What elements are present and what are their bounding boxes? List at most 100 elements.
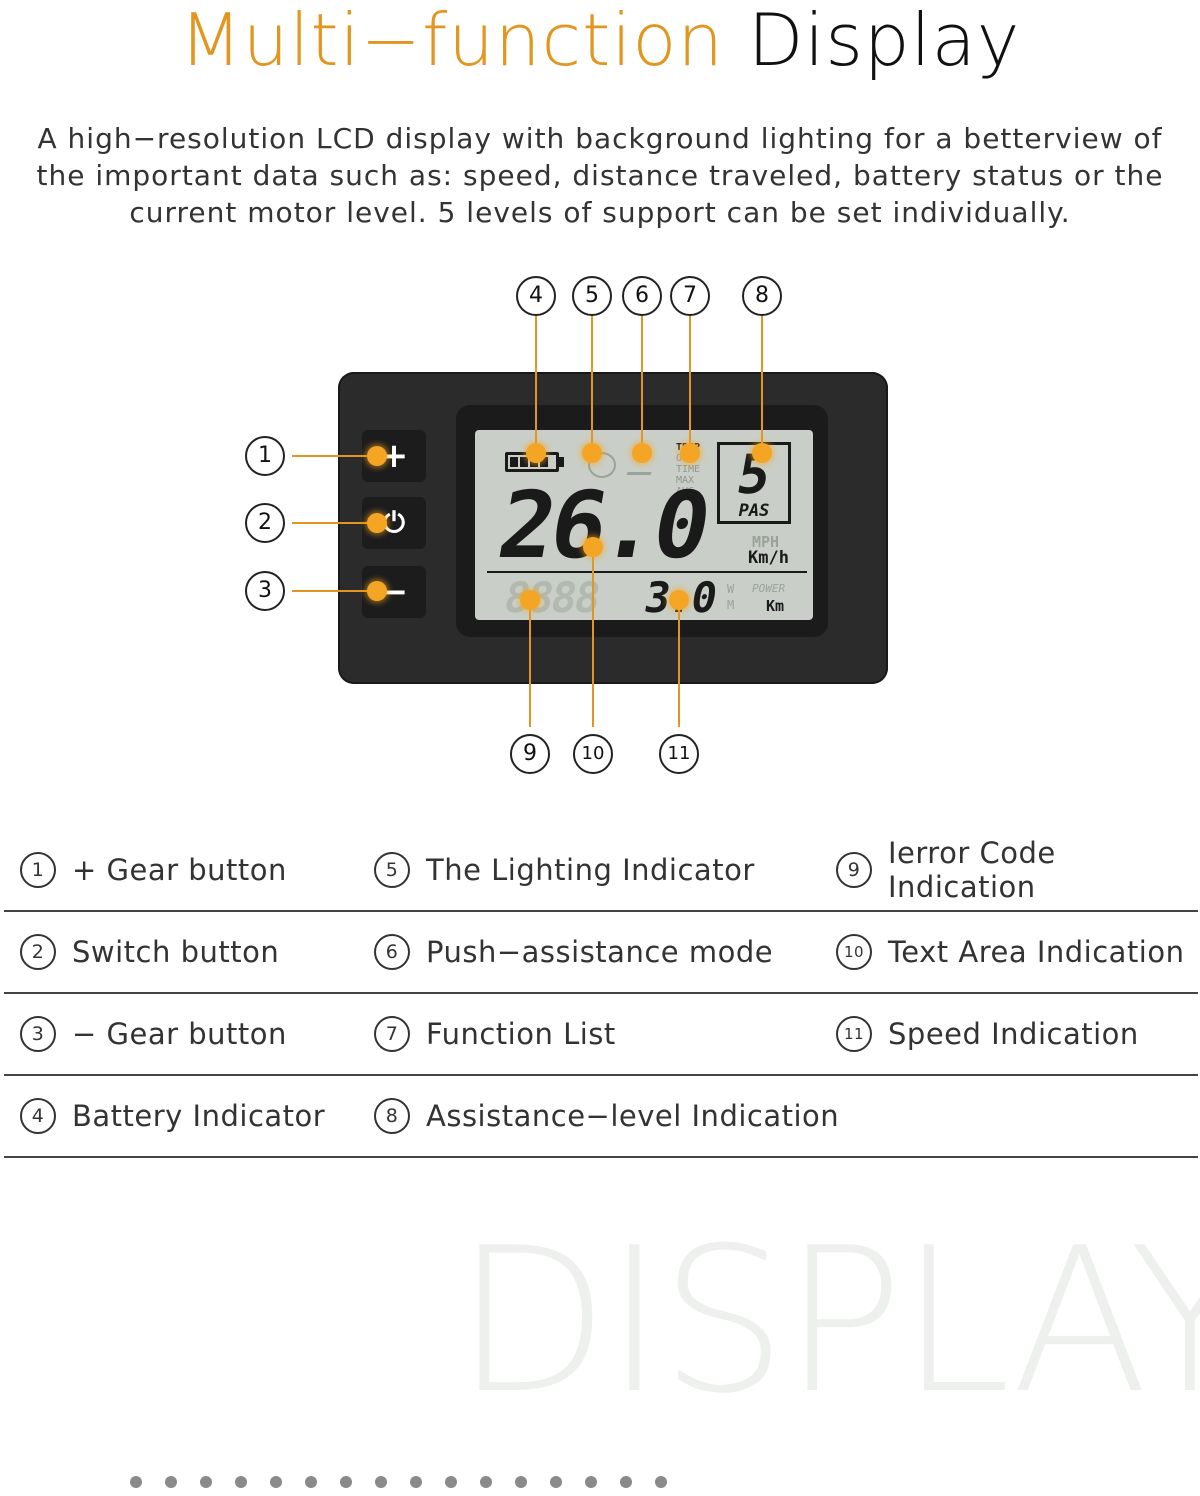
leader-7 [689, 314, 691, 453]
leader-11 [678, 599, 680, 727]
marker-8 [752, 443, 772, 463]
pager-dot[interactable] [200, 1476, 212, 1488]
page-title: Multi−function Display [0, 0, 1200, 80]
pager-dot[interactable] [585, 1476, 597, 1488]
marker-10 [583, 537, 603, 557]
legend-item: 7 Function List [374, 994, 616, 1074]
legend-number: 5 [374, 852, 410, 888]
marker-3 [367, 581, 387, 601]
legend-number: 8 [374, 1098, 410, 1134]
battery-tip [559, 457, 564, 467]
callout-11: 11 [659, 734, 699, 774]
legend-row: 2 Switch button 6 Push−assistance mode 1… [4, 912, 1198, 994]
legend-label: Function List [426, 1017, 616, 1051]
legend-number: 11 [836, 1016, 872, 1052]
pager-dot[interactable] [550, 1476, 562, 1488]
pager-dot[interactable] [340, 1476, 352, 1488]
leader-10 [592, 546, 594, 727]
legend-number: 7 [374, 1016, 410, 1052]
legend-item: 6 Push−assistance mode [374, 912, 773, 992]
legend-item: 10 Text Area Indication [836, 912, 1185, 992]
legend-number: 2 [20, 934, 56, 970]
pas-label: PAS [738, 501, 770, 521]
legend-label: Push−assistance mode [426, 935, 774, 969]
speed-readout: 26.0 [490, 472, 716, 579]
fn-time: TIME [676, 464, 701, 475]
callout-5: 5 [572, 276, 612, 316]
title-accent: Multi−function [179, 0, 725, 82]
callout-10: 10 [573, 734, 613, 774]
legend-number: 4 [20, 1098, 56, 1134]
unit-w: W [727, 582, 735, 596]
legend-item: 8 Assistance−level Indication [374, 1076, 839, 1156]
pager-dot[interactable] [410, 1476, 422, 1488]
leader-4 [535, 314, 537, 453]
leader-9 [529, 599, 531, 727]
unit-mph: MPH [752, 533, 780, 551]
pager-dot[interactable] [130, 1476, 142, 1488]
unit-m: M [727, 598, 735, 612]
legend-row: 1 + Gear button 5 The Lighting Indicator… [4, 830, 1198, 912]
legend-item: 4 Battery Indicator [20, 1076, 325, 1156]
leader-6 [641, 314, 643, 453]
legend-row: 4 Battery Indicator 8 Assistance−level I… [4, 1076, 1198, 1158]
legend-label: + Gear button [72, 853, 287, 887]
pager-dot[interactable] [375, 1476, 387, 1488]
legend-item: 5 The Lighting Indicator [374, 830, 755, 910]
legend-number: 10 [836, 934, 872, 970]
marker-4 [526, 443, 546, 463]
legend-label: The Lighting Indicator [426, 853, 755, 887]
unit-power: POWER [752, 582, 786, 595]
plus-gear-button[interactable]: + [362, 430, 426, 482]
light-icon [588, 452, 616, 478]
legend-item: 2 Switch button [20, 912, 279, 992]
legend-number: 9 [836, 852, 872, 888]
callout-7: 7 [670, 276, 710, 316]
power-switch-button[interactable]: ⏻ [362, 497, 426, 549]
pager-dot[interactable] [235, 1476, 247, 1488]
fn-avg: AVG [676, 486, 695, 497]
pager-dot[interactable] [480, 1476, 492, 1488]
minus-gear-button[interactable]: − [362, 566, 426, 618]
legend-label: Ierror Code Indication [888, 836, 1056, 904]
leader-1 [292, 455, 376, 457]
pager-dot[interactable] [305, 1476, 317, 1488]
marker-1 [367, 446, 387, 466]
carousel-pager [130, 1476, 667, 1488]
pager-dot[interactable] [620, 1476, 632, 1488]
callout-8: 8 [742, 276, 782, 316]
intro-text: A high−resolution LCD display with backg… [36, 122, 1164, 229]
fn-max: MAX [676, 475, 695, 486]
callout-3: 3 [245, 571, 285, 611]
legend-label: Switch button [72, 935, 280, 969]
legend-label: Battery Indicator [72, 1099, 326, 1133]
legend-label: Assistance−level Indication [426, 1099, 840, 1133]
unit-km: Km [766, 597, 785, 615]
leader-8 [761, 314, 763, 453]
pager-dot[interactable] [655, 1476, 667, 1488]
pager-dot[interactable] [270, 1476, 282, 1488]
legend-label: Speed Indication [888, 1017, 1139, 1051]
marker-5 [582, 443, 602, 463]
legend-label: Text Area Indication [888, 935, 1185, 969]
watermark-text: DISPLAY [455, 1205, 1200, 1438]
legend-number: 6 [374, 934, 410, 970]
legend-number: 1 [20, 852, 56, 888]
legend-item: 9 Ierror Code Indication [836, 830, 1198, 910]
legend-item: 1 + Gear button [20, 830, 287, 910]
pas-box: 5 PAS [717, 442, 791, 524]
marker-11 [669, 590, 689, 610]
marker-2 [367, 513, 387, 533]
callout-4: 4 [516, 276, 556, 316]
leader-3 [292, 590, 376, 592]
callout-2: 2 [245, 503, 285, 543]
callout-6: 6 [622, 276, 662, 316]
title-main: Display [747, 0, 1021, 82]
marker-6 [632, 443, 652, 463]
pager-dot[interactable] [165, 1476, 177, 1488]
pager-dot[interactable] [515, 1476, 527, 1488]
marker-9 [520, 590, 540, 610]
callout-1: 1 [245, 436, 285, 476]
legend-row: 3 − Gear button 7 Function List 11 Speed… [4, 994, 1198, 1076]
pager-dot[interactable] [445, 1476, 457, 1488]
